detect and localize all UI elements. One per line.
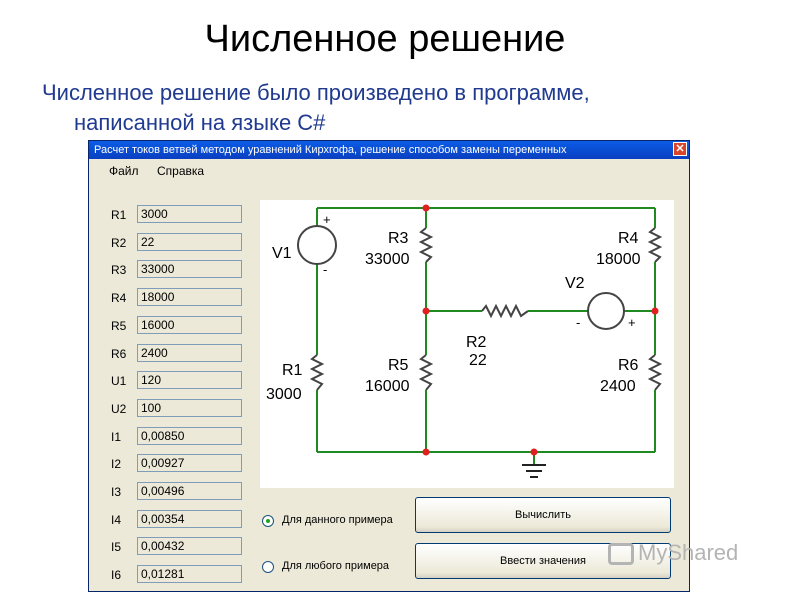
watermark-text: MyShared [638,540,739,565]
ground-symbol [522,464,546,478]
param-label-r1: R1 [111,208,127,222]
param-label-r5: R5 [111,318,127,333]
param-label-r2: R2 [111,235,127,250]
v1-minus: - [323,262,327,277]
param-field-u1[interactable]: 120 [137,371,242,390]
junction-nodes [422,204,659,456]
param-label-r6: R6 [111,346,127,361]
param-field-i1[interactable]: 0,00850 [137,426,242,445]
param-field-i4[interactable]: 0,00354 [137,509,242,528]
param-field-i3[interactable]: 0,00496 [137,482,242,500]
watermark-logo-icon [608,543,634,566]
menu-file[interactable]: Файл [109,164,139,178]
v1-plus: + [323,212,331,227]
param-label-r3: R3 [111,263,127,278]
source-v2-icon [587,292,625,330]
resistors [309,227,663,391]
param-label-i1: I1 [111,429,122,444]
label-r3: R3 [388,230,409,247]
label-r2: R2 [466,334,487,351]
param-label-i5: I5 [111,540,122,555]
resistor-r1 [309,354,325,391]
radio-button-icon[interactable] [262,561,274,573]
param-label-u2: U2 [111,401,127,416]
enter-values-button[interactable]: Ввести значения [415,543,671,579]
value-r2: 22 [469,352,487,369]
menu-bar: Файл Справка [89,161,689,181]
value-r6: 2400 [600,378,636,395]
resistor-r2 [481,303,529,319]
slide-title: Численное решение [204,18,566,60]
subtitle-line-2: написанной на языке С# [74,110,326,135]
close-button[interactable]: ✕ [673,142,687,156]
circuit-diagram: V1 V2 R1 3000 R2 22 R3 33000 R4 18000 R5… [266,204,663,478]
circuit-schematic: V1 V2 R1 3000 R2 22 R3 33000 R4 18000 R5… [260,200,674,488]
param-label-i2: I2 [111,457,122,472]
value-r3: 33000 [365,251,410,268]
resistor-r3 [418,227,434,263]
resistor-r6 [647,354,663,391]
value-r5: 16000 [365,378,410,395]
label-r6: R6 [618,357,639,374]
source-v1-icon [297,225,337,265]
radio-any-example-label: Для любого примера [282,560,390,572]
param-field-r2[interactable]: 22 [137,232,242,251]
subtitle-line-1: Численное решение было произведено в про… [42,80,590,105]
resistor-r4 [647,227,663,263]
calculate-button[interactable]: Вычислить [415,497,671,533]
param-field-r4[interactable]: 18000 [137,288,242,307]
param-field-r3[interactable]: 33000 [137,260,242,279]
label-v2: V2 [565,275,585,292]
param-label-i3: I3 [111,485,122,499]
polarity-marks: + - - + [323,212,636,330]
param-field-r5[interactable]: 16000 [137,315,242,334]
param-label-i4: I4 [111,512,122,527]
label-v1: V1 [272,245,292,262]
v2-plus: + [628,315,636,330]
watermark: MyShared [608,540,738,566]
label-r1: R1 [282,362,303,379]
component-labels: V1 V2 R1 3000 R2 22 R3 33000 R4 18000 R5… [266,230,641,403]
window-titlebar[interactable]: Расчет токов ветвей методом уравнений Ки… [89,141,689,159]
label-r5: R5 [388,357,409,374]
param-field-i5[interactable]: 0,00432 [137,537,242,556]
label-r4: R4 [618,230,639,247]
param-field-u2[interactable]: 100 [137,398,242,417]
radio-this-example-label: Для данного примера [282,514,393,526]
param-label-r4: R4 [111,291,127,306]
param-label-u1: U1 [111,374,127,389]
voltage-sources [297,225,625,330]
radio-button-icon[interactable] [262,515,274,527]
param-field-r1[interactable]: 3000 [137,205,242,223]
param-label-i6: I6 [111,568,122,583]
param-field-i2[interactable]: 0,00927 [137,454,242,473]
param-field-i6[interactable]: 0,01281 [137,565,242,584]
app-window: Расчет токов ветвей методом уравнений Ки… [88,140,690,592]
window-title: Расчет токов ветвей методом уравнений Ки… [94,144,567,156]
param-field-r6[interactable]: 2400 [137,343,242,362]
resistor-r5 [418,354,434,391]
value-r4: 18000 [596,251,641,268]
menu-help[interactable]: Справка [157,164,205,178]
value-r1: 3000 [266,386,302,403]
v2-minus: - [576,315,580,330]
